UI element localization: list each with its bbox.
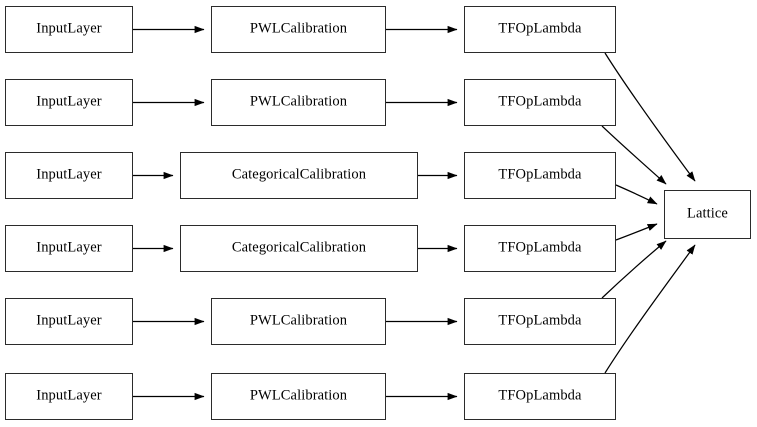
edge-lambda-6-to-lattice bbox=[604, 244, 696, 374]
node-label: InputLayer bbox=[36, 93, 102, 110]
node-tfoplambda-1[interactable]: TFOpLambda bbox=[464, 6, 616, 53]
node-label: InputLayer bbox=[36, 20, 102, 37]
node-label: TFOpLambda bbox=[498, 20, 582, 37]
node-label: InputLayer bbox=[36, 239, 102, 256]
node-input-layer-6[interactable]: InputLayer bbox=[5, 373, 133, 420]
node-tfoplambda-5[interactable]: TFOpLambda bbox=[464, 298, 616, 345]
node-pwl-calibration-2[interactable]: PWLCalibration bbox=[211, 79, 386, 126]
node-label: TFOpLambda bbox=[498, 387, 582, 404]
edge-lambda-3-to-lattice bbox=[615, 184, 658, 205]
node-label: InputLayer bbox=[36, 387, 102, 404]
node-label: TFOpLambda bbox=[498, 239, 582, 256]
node-label: TFOpLambda bbox=[498, 166, 582, 183]
node-label: TFOpLambda bbox=[498, 93, 582, 110]
node-tfoplambda-6[interactable]: TFOpLambda bbox=[464, 373, 616, 420]
node-label: PWLCalibration bbox=[249, 312, 348, 329]
node-tfoplambda-2[interactable]: TFOpLambda bbox=[464, 79, 616, 126]
node-tfoplambda-4[interactable]: TFOpLambda bbox=[464, 225, 616, 272]
node-categorical-calibration-2[interactable]: CategoricalCalibration bbox=[180, 225, 418, 272]
edge-lambda-4-to-lattice bbox=[615, 223, 658, 241]
node-pwl-calibration-3[interactable]: PWLCalibration bbox=[211, 298, 386, 345]
node-input-layer-4[interactable]: InputLayer bbox=[5, 225, 133, 272]
node-label: InputLayer bbox=[36, 312, 102, 329]
node-label: InputLayer bbox=[36, 166, 102, 183]
node-lattice[interactable]: Lattice bbox=[664, 190, 751, 239]
node-label: PWLCalibration bbox=[249, 20, 348, 37]
edge-lambda-1-to-lattice bbox=[604, 52, 696, 182]
node-tfoplambda-3[interactable]: TFOpLambda bbox=[464, 152, 616, 199]
node-label: CategoricalCalibration bbox=[231, 239, 367, 256]
node-pwl-calibration-1[interactable]: PWLCalibration bbox=[211, 6, 386, 53]
node-label: CategoricalCalibration bbox=[231, 166, 367, 183]
node-input-layer-1[interactable]: InputLayer bbox=[5, 6, 133, 53]
node-categorical-calibration-1[interactable]: CategoricalCalibration bbox=[180, 152, 418, 199]
node-label: PWLCalibration bbox=[249, 93, 348, 110]
node-label: Lattice bbox=[687, 205, 728, 222]
node-input-layer-5[interactable]: InputLayer bbox=[5, 298, 133, 345]
node-label: TFOpLambda bbox=[498, 312, 582, 329]
node-label: PWLCalibration bbox=[249, 387, 348, 404]
node-input-layer-2[interactable]: InputLayer bbox=[5, 79, 133, 126]
node-input-layer-3[interactable]: InputLayer bbox=[5, 152, 133, 199]
node-pwl-calibration-4[interactable]: PWLCalibration bbox=[211, 373, 386, 420]
